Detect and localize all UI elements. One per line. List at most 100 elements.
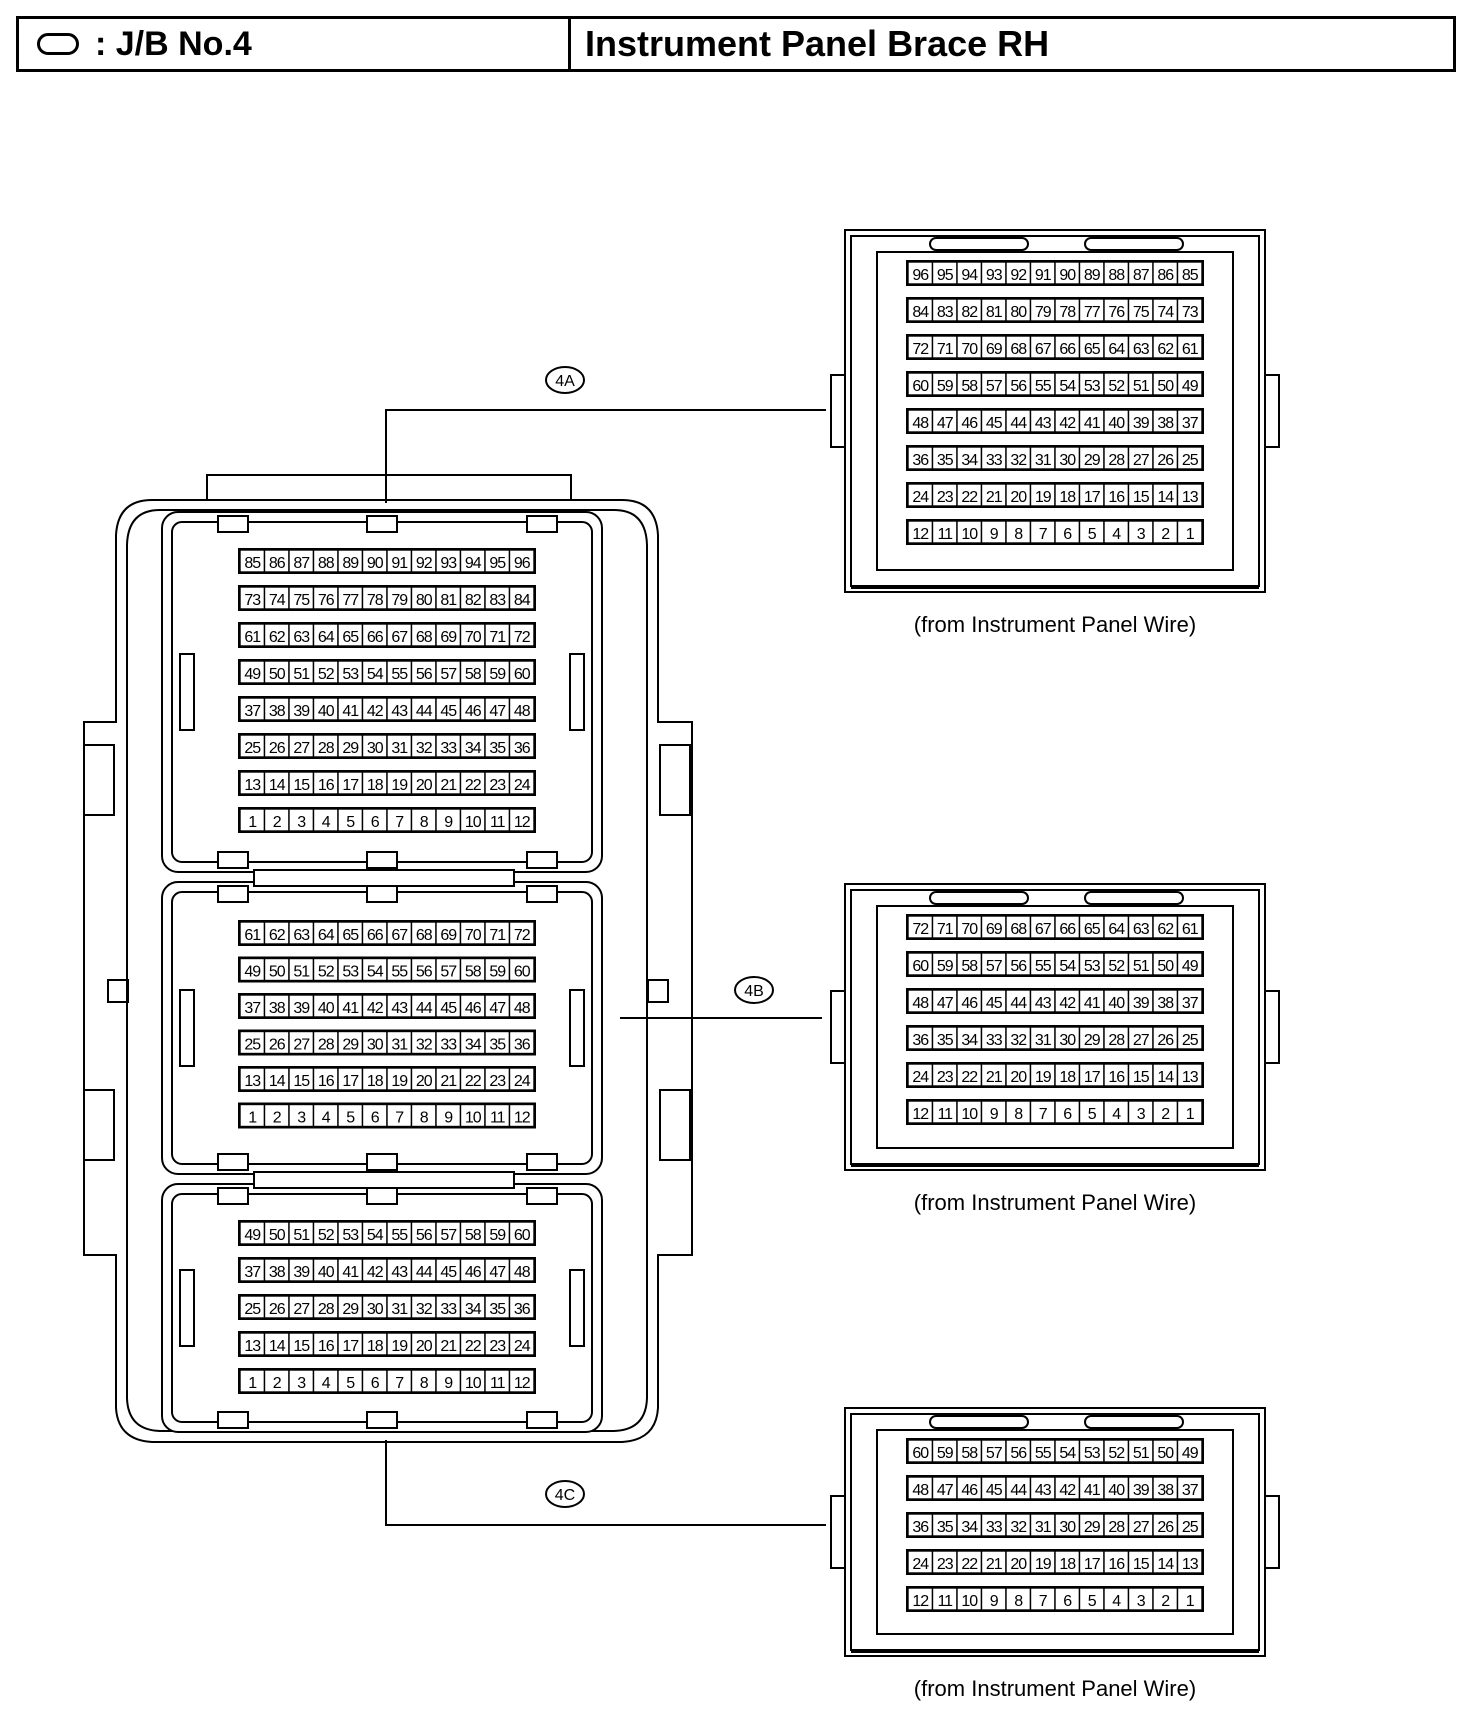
pin-number: 51 [1133, 1445, 1150, 1462]
pin-cell: 61 [239, 623, 266, 647]
pin-number: 21 [440, 777, 457, 794]
pin-number: 60 [514, 964, 531, 981]
pin-cell: 15 [288, 1067, 315, 1091]
pin-cell: 1 [239, 808, 266, 832]
pin-cell: 45 [435, 994, 462, 1018]
pin-number: 23 [489, 1073, 506, 1090]
pin-cell: 79 [386, 586, 413, 610]
pin-number: 29 [342, 740, 359, 757]
pin-cell: 81 [980, 298, 1007, 322]
pin-cell: 57 [435, 660, 462, 684]
pin-cell: 15 [1127, 1550, 1154, 1574]
pin-cell: 21 [435, 1332, 462, 1356]
pin-cell: 18 [1054, 1550, 1081, 1574]
pin-number: 78 [367, 592, 384, 609]
pin-number: 51 [1133, 958, 1150, 975]
pin-number: 19 [1035, 1556, 1052, 1573]
pin-cell: 59 [931, 952, 958, 976]
pin-cell: 69 [980, 335, 1007, 359]
pin-number: 49 [244, 964, 261, 981]
pin-cell: 55 [1029, 372, 1056, 396]
pin-box [508, 921, 535, 945]
pin-cell: 36 [508, 1295, 535, 1319]
pin-number: 32 [1010, 1519, 1027, 1536]
pin-cell: 74 [263, 586, 290, 610]
pin-cell: 12 [907, 1587, 934, 1611]
pin-number: 63 [1133, 921, 1150, 938]
pin-number: 54 [1059, 378, 1076, 395]
pin-number: 83 [937, 304, 954, 321]
pin-number: 55 [391, 1227, 408, 1244]
pin-number: 38 [1157, 415, 1174, 432]
pin-number: 55 [1035, 378, 1052, 395]
pin-number: 35 [489, 1037, 506, 1054]
pin-number: 27 [293, 1037, 310, 1054]
pin-row-frame [906, 297, 1204, 323]
pin-number: 27 [1133, 1519, 1150, 1536]
pin-cell: 62 [1152, 335, 1179, 359]
pin-number: 9 [444, 1110, 453, 1127]
pin-cell: 40 [312, 697, 339, 721]
pin-cell: 42 [1054, 409, 1081, 433]
pin-number: 24 [514, 1338, 531, 1355]
pin-number: 41 [1084, 1482, 1101, 1499]
pin-cell: 56 [1005, 372, 1032, 396]
pin-cell: 38 [1152, 1476, 1179, 1500]
pin-cell: 86 [1152, 261, 1179, 285]
pin-cell: 54 [361, 1221, 388, 1245]
pin-cell: 45 [980, 989, 1007, 1013]
pin-cell: 52 [312, 1221, 339, 1245]
pin-cell: 10 [956, 1100, 983, 1124]
pin-number: 15 [1133, 489, 1150, 506]
pin-box [1176, 1026, 1203, 1050]
pin-number: 66 [1059, 921, 1076, 938]
pin-number: 43 [1035, 1482, 1052, 1499]
pin-cell: 53 [1078, 372, 1105, 396]
pin-number: 13 [1182, 1556, 1199, 1573]
pin-number: 33 [986, 452, 1003, 469]
connector-labels: (from Instrument Panel Wire)(from Instru… [545, 366, 1196, 1701]
pin-cell: 10 [459, 1103, 486, 1128]
cavity-key [217, 885, 249, 903]
pin-cell: 58 [459, 1221, 486, 1245]
pin-number: 6 [371, 814, 380, 831]
pin-number: 32 [416, 1301, 433, 1318]
pin-cell: 26 [1152, 1026, 1179, 1050]
pin-number: 67 [1035, 341, 1052, 358]
pin-box [1176, 1587, 1203, 1611]
pin-row-frame [238, 956, 536, 983]
pin-cell: 48 [508, 994, 535, 1018]
pin-cell: 39 [288, 994, 315, 1018]
pin-row-frame [906, 1549, 1204, 1575]
pin-cell: 31 [386, 1030, 413, 1055]
pin-cell: 18 [361, 1067, 388, 1091]
pin-number: 28 [1108, 452, 1125, 469]
pin-box [1176, 1550, 1203, 1574]
wire-caption: (from Instrument Panel Wire) [914, 1676, 1196, 1701]
pin-cell: 73 [239, 586, 266, 610]
pin-number: 62 [1157, 921, 1174, 938]
pin-cell: 33 [980, 446, 1007, 470]
pin-number: 4 [322, 1110, 331, 1127]
side-ear [830, 374, 846, 448]
pin-cell: 48 [508, 697, 535, 721]
connector-label-4a: 4A [545, 366, 585, 394]
pin-number: 8 [420, 1110, 429, 1127]
pin-number: 1 [1186, 1593, 1195, 1610]
pin-cell: 1 [239, 1369, 266, 1393]
pin-cell: 68 [1005, 335, 1032, 359]
pin-cell: 45 [435, 697, 462, 721]
pin-cell: 27 [1127, 446, 1154, 470]
pin-number: 82 [465, 592, 482, 609]
pin-number: 18 [1059, 1069, 1076, 1086]
pin-row-frame [906, 445, 1204, 471]
pin-cell: 30 [361, 734, 388, 758]
pin-cell: 56 [410, 957, 437, 982]
pin-cell: 6 [1054, 1100, 1081, 1124]
pin-cell: 68 [1005, 915, 1032, 939]
pin-cell: 17 [337, 771, 364, 795]
pin-cell: 65 [1078, 335, 1105, 359]
pin-cell: 62 [263, 921, 290, 945]
pin-number: 42 [367, 1000, 384, 1017]
pin-number: 69 [440, 629, 457, 646]
